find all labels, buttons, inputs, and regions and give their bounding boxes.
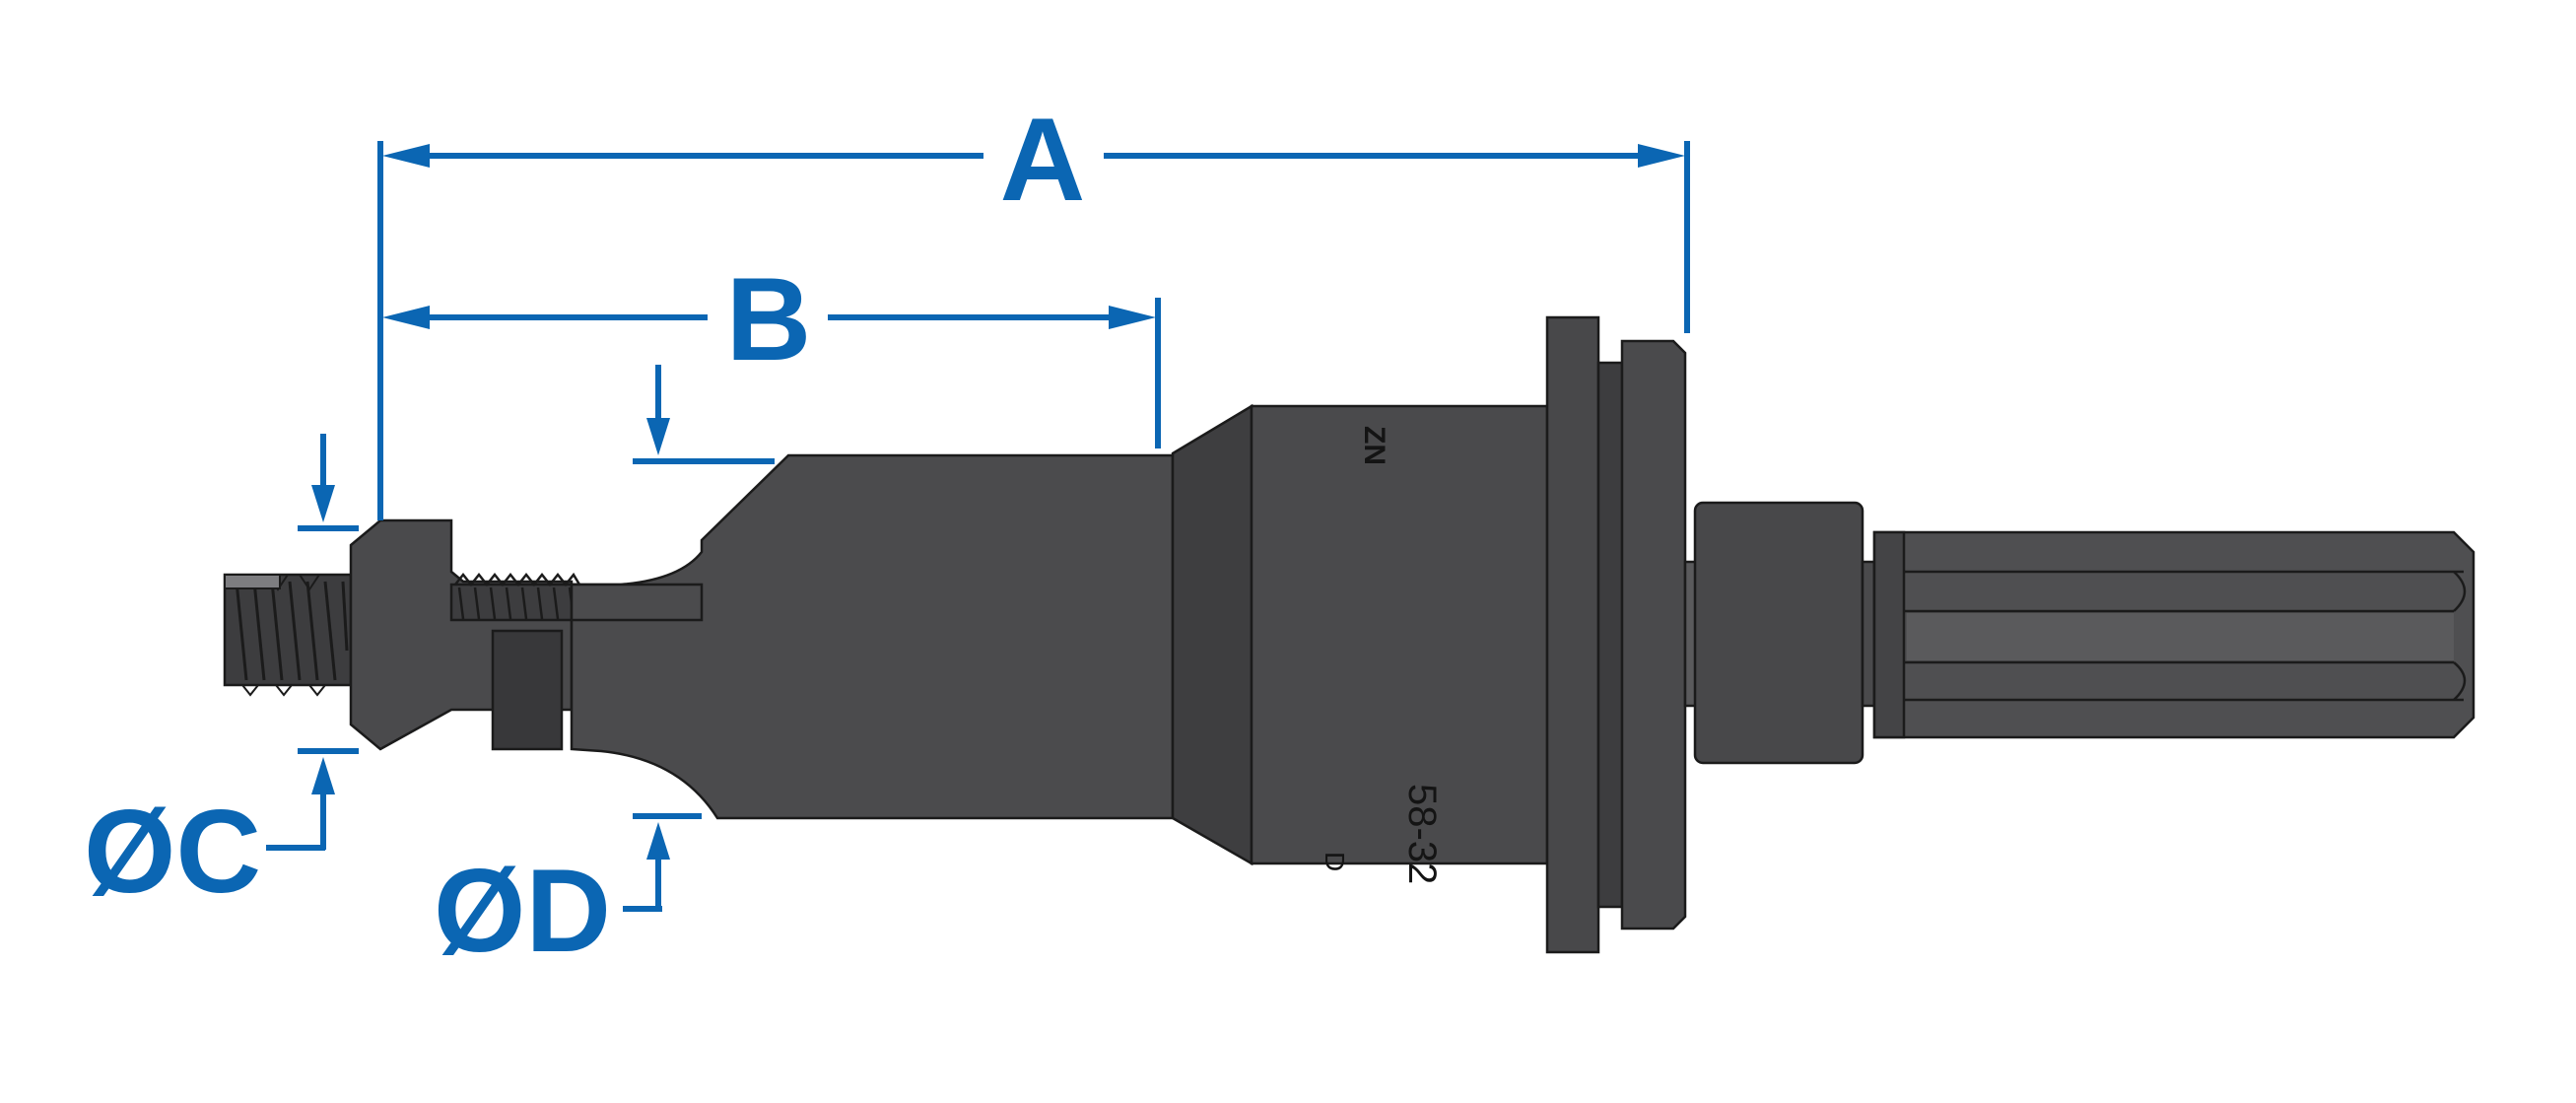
tool-neck [570,453,1175,820]
collar-marking: ZN [1358,426,1390,465]
tool-body: ZN 58-32 D [223,315,2475,954]
flange-outer [1545,315,1600,954]
fluted-shank [1872,530,2475,739]
dimension-d: ØD [434,365,775,977]
threaded-stud [223,573,353,697]
small-marking: D [1320,852,1350,871]
dimension-a: A [382,94,1685,226]
dimension-b: B [382,253,1156,385]
dimension-b-label: B [726,253,812,385]
thread-size-marking: 58-32 [1400,784,1444,884]
flange-spacer [1596,361,1624,909]
shank-collar [1693,501,1864,765]
dimension-d-label: ØD [434,845,611,977]
dimension-annotations: A B ØC Ø [84,94,1690,977]
dimension-c-label: ØC [84,786,261,918]
dimension-c: ØC [84,434,359,918]
taper-section [1171,403,1254,866]
dimension-a-label: A [1000,94,1086,226]
flange-inner [1620,339,1687,931]
main-cylinder [1250,404,1549,865]
head-slot [491,629,564,751]
shank-ring [1861,560,1876,708]
